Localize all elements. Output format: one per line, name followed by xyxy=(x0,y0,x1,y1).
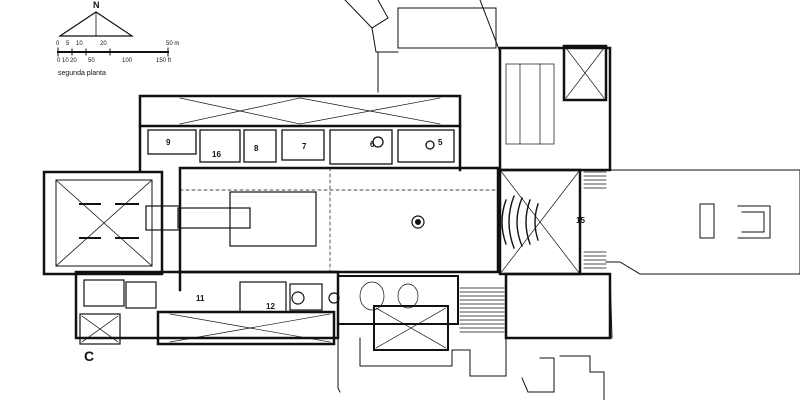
south-wing xyxy=(74,270,340,346)
scale-metric-tick: 0 xyxy=(56,41,60,47)
room-number: 11 xyxy=(196,294,205,303)
fountain-icon xyxy=(411,215,425,229)
room-number: 8 xyxy=(254,144,259,153)
sheet-letter: C xyxy=(84,348,95,364)
scale-imperial-tick: 150 ft xyxy=(156,58,172,64)
room-number: 15 xyxy=(576,216,585,225)
south-central-block xyxy=(337,275,459,351)
scale-imperial-tick: 10 xyxy=(62,58,69,64)
scale-metric-tick: 50 m xyxy=(166,41,180,47)
scale-imperial-tick: 50 xyxy=(88,58,95,64)
room-number: 5 xyxy=(438,138,443,147)
scale-imperial-tick: 100 xyxy=(122,58,133,64)
east-stair-hatch xyxy=(583,171,607,269)
reflecting-pool xyxy=(145,191,317,247)
room-number: 7 xyxy=(302,142,307,151)
lower-site-lines xyxy=(337,273,613,400)
room-number: 9 xyxy=(166,138,171,147)
scale-metric-tick: 5 xyxy=(66,41,70,47)
scale-metric-tick: 20 xyxy=(100,41,107,47)
room-number: 12 xyxy=(266,302,275,311)
scale-imperial-tick: 20 xyxy=(70,58,77,64)
scale-bar-graphic xyxy=(57,47,169,57)
scale-metric-tick: 10 xyxy=(76,41,83,47)
north-wing-roof-diagonals xyxy=(179,97,441,125)
plan-caption: segunda planta xyxy=(58,70,106,77)
staircase xyxy=(459,287,505,333)
north-rooms xyxy=(147,129,455,165)
scale-imperial-tick: 0 xyxy=(57,58,61,64)
central-courtyard xyxy=(178,166,500,274)
west-pavilion xyxy=(42,170,164,276)
east-plaza xyxy=(605,169,800,275)
north-wing xyxy=(138,94,462,172)
north-arrow-label: N xyxy=(93,0,100,10)
east-block xyxy=(498,44,612,340)
room-number: 16 xyxy=(212,150,221,159)
room-number: 6 xyxy=(370,140,375,149)
auditorium-seats xyxy=(501,195,539,249)
site-context-lines xyxy=(344,0,501,101)
